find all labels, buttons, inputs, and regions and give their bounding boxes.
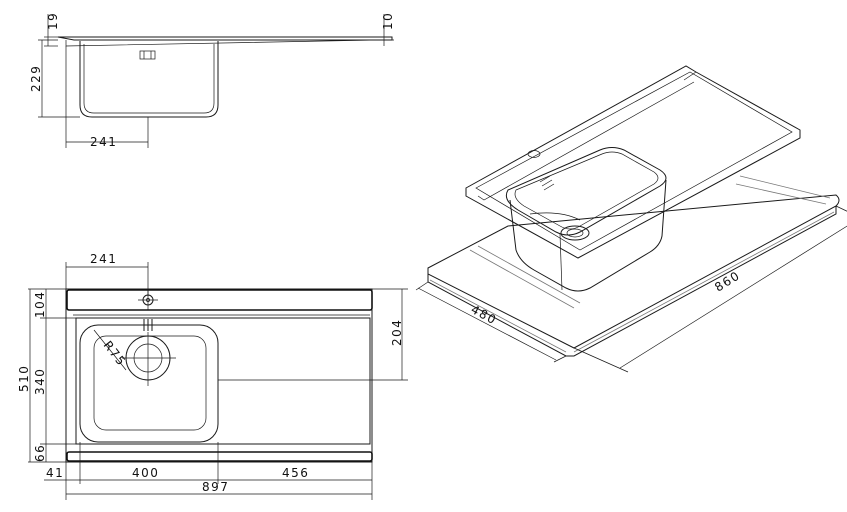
plan-outline <box>65 288 373 463</box>
iso-sink-frame <box>465 65 801 259</box>
dim-side-10: 10 <box>381 12 395 30</box>
side-bowl-inner <box>83 44 215 114</box>
dim-plan-66: 66 <box>33 444 47 462</box>
dim-plan-41: 41 <box>46 466 64 480</box>
iso-tap-hole <box>527 150 541 158</box>
dim-iso-480: 480 <box>469 302 500 327</box>
dim-iso-860: 860 <box>712 268 743 294</box>
dim-side-19: 19 <box>46 12 60 30</box>
dim-plan-456: 456 <box>282 466 309 480</box>
dim-side-241: 241 <box>90 135 117 149</box>
plan-bowl-outer <box>79 324 219 443</box>
plan-view: R75 241 104 340 510 66 204 41 400 456 <box>17 252 408 500</box>
plan-back-ledge <box>66 289 373 311</box>
radius-label: R75 <box>101 338 129 369</box>
iso-countertop-top <box>427 194 840 349</box>
dim-plan-340: 340 <box>33 368 47 395</box>
iso-bowl-walls <box>509 179 667 292</box>
dim-side-229: 229 <box>29 65 43 92</box>
side-rim-lip <box>65 39 377 47</box>
plan-drainer-edge <box>75 317 371 445</box>
iso-waste <box>560 225 590 241</box>
dim-plan-400: 400 <box>132 466 159 480</box>
dim-plan-241: 241 <box>90 252 117 266</box>
iso-bowl-rim <box>505 147 667 236</box>
dim-plan-204: 204 <box>390 319 404 346</box>
dim-plan-897: 897 <box>202 480 229 494</box>
plan-front-ledge <box>66 451 373 462</box>
side-view: 19 10 229 241 <box>29 12 395 149</box>
side-bowl-outer <box>79 41 219 118</box>
iso-view: 860 480 <box>415 65 847 373</box>
dim-plan-104: 104 <box>33 291 47 318</box>
iso-overflow-icon <box>539 175 555 191</box>
side-waste-fitting <box>139 50 156 60</box>
iso-countertop-front <box>427 206 837 357</box>
dim-plan-510: 510 <box>17 365 31 392</box>
side-rim <box>57 36 393 41</box>
